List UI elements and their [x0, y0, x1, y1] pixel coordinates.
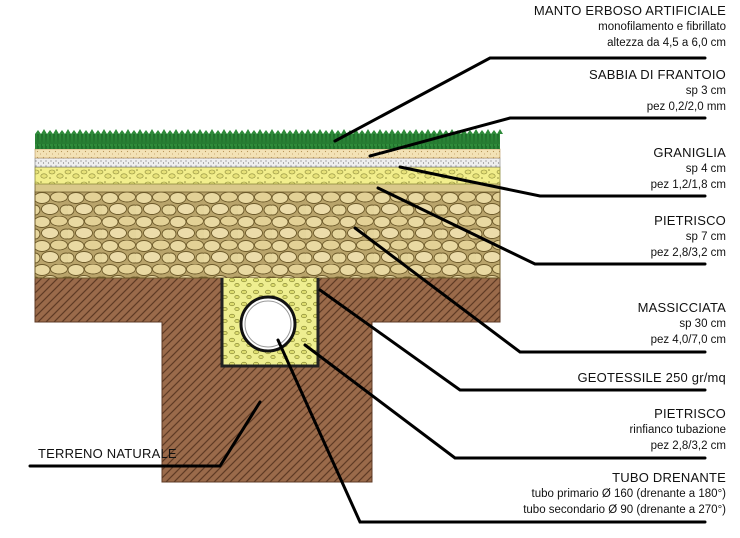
terreno-naturale-area — [34, 277, 501, 483]
label-pietrisco: PIETRISCO sp 7 cm pez 2,8/3,2 cm — [651, 213, 726, 261]
label-graniglia-line2: pez 1,2/1,8 cm — [650, 179, 726, 191]
leader-geotessile — [318, 288, 707, 392]
label-graniglia: GRANIGLIA sp 4 cm pez 1,2/1,8 cm — [651, 145, 726, 193]
tubo-drenante-inner — [244, 300, 292, 348]
label-pietrisco-rinfianco-title: PIETRISCO — [654, 406, 726, 421]
label-manto-line2: altezza da 4,5 a 6,0 cm — [607, 37, 726, 49]
label-manto: MANTO ERBOSO ARTIFICIALE monofilamento e… — [534, 3, 726, 51]
leader-manto — [333, 56, 707, 143]
label-massicciata-line2: pez 4,0/7,0 cm — [650, 334, 726, 346]
label-pietrisco-rinfianco: PIETRISCO rinfianco tubazione pez 2,8/3,… — [629, 406, 726, 454]
label-graniglia-title: GRANIGLIA — [653, 145, 726, 160]
label-massicciata: MASSICCIATA sp 30 cm pez 4,0/7,0 cm — [638, 300, 726, 348]
label-tubo: TUBO DRENANTE tubo primario Ø 160 (drena… — [523, 470, 726, 518]
leader-tubo — [276, 338, 707, 524]
label-geotessile-title: GEOTESSILE 250 gr/mq — [577, 370, 726, 385]
sabbia-layer — [34, 148, 501, 159]
geotessile-outline — [220, 278, 320, 368]
leader-graniglia — [398, 165, 707, 198]
label-massicciata-title: MASSICCIATA — [637, 300, 726, 315]
sabbia-fine-layer — [34, 157, 501, 168]
label-pietrisco-rinfianco-line1: rinfianco tubazione — [629, 424, 726, 436]
leader-pietrisco — [376, 186, 707, 266]
graniglia-layer — [34, 166, 501, 185]
leader-terreno — [28, 400, 262, 468]
label-pietrisco-line2: pez 2,8/3,2 cm — [650, 247, 726, 259]
label-tubo-line1: tubo primario Ø 160 (drenante a 180°) — [531, 488, 726, 500]
leader-pietrisco-rinfianco — [303, 343, 707, 460]
massicciata-layer — [34, 190, 501, 279]
label-sabbia-line1: sp 3 cm — [685, 85, 726, 97]
grass-tips — [35, 129, 503, 134]
label-pietrisco-rinfianco-line2: pez 2,8/3,2 cm — [650, 440, 726, 452]
leader-sabbia — [368, 116, 707, 158]
label-geotessile: GEOTESSILE 250 gr/mq — [577, 370, 726, 386]
tubo-drenante — [239, 295, 297, 353]
label-terreno: TERRENO NATURALE — [38, 446, 177, 462]
label-pietrisco-line1: sp 7 cm — [685, 231, 726, 243]
label-manto-title: MANTO ERBOSO ARTIFICIALE — [533, 3, 726, 18]
label-sabbia-title: SABBIA DI FRANTOIO — [588, 67, 726, 82]
label-massicciata-line1: sp 30 cm — [679, 318, 726, 330]
label-graniglia-line1: sp 4 cm — [685, 163, 726, 175]
manto-erboso-layer — [35, 134, 500, 149]
label-sabbia-line2: pez 0,2/2,0 mm — [646, 101, 726, 113]
leader-massicciata — [353, 226, 707, 354]
label-sabbia: SABBIA DI FRANTOIO sp 3 cm pez 0,2/2,0 m… — [589, 67, 726, 115]
label-tubo-title: TUBO DRENANTE — [612, 470, 726, 485]
label-pietrisco-title: PIETRISCO — [654, 213, 726, 228]
label-terreno-title: TERRENO NATURALE — [38, 446, 177, 461]
label-tubo-line2: tubo secondario Ø 90 (drenante a 270°) — [523, 504, 726, 516]
label-manto-line1: monofilamento e fibrillato — [598, 21, 726, 33]
